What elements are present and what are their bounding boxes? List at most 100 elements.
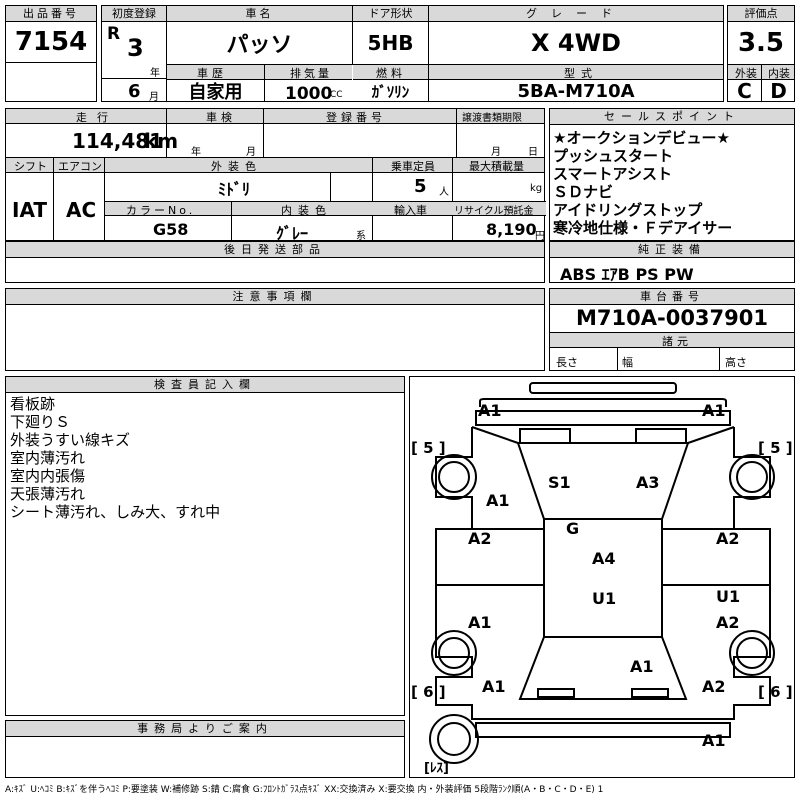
capacity-label: 乗車定員 [391, 160, 435, 173]
list-item: プッシュスタート [553, 147, 674, 165]
mark-roof-center: A4 [592, 549, 616, 568]
score-box: 評価点 3.5 外装 内装 C D [727, 5, 795, 103]
mark-fender-l: A1 [486, 491, 510, 510]
recycle: 8,190 [486, 220, 537, 239]
lot-label: 出品番号 [6, 6, 96, 22]
list-item: スマートアシスト [553, 165, 672, 183]
office-label: 事務局よりご案内 [6, 721, 404, 737]
shift: IAT [12, 198, 48, 222]
notes-box: 注意事項欄 [5, 288, 545, 371]
int-color: ｸﾞﾚｰ [276, 224, 309, 243]
tire-rr-tread: [ 6 ] [758, 683, 793, 701]
mark-door-fl: A2 [468, 529, 492, 548]
disp-unit: CC [330, 90, 343, 100]
mark-roof: G [566, 519, 580, 538]
equipment-label: 純正装備 [550, 242, 794, 258]
ext-grade: C [737, 79, 752, 103]
model-label: 型式 [564, 67, 598, 80]
list-item: ★オークションデビュー★ [553, 129, 730, 147]
reg-year: 3 [127, 34, 144, 62]
int-grade: D [770, 79, 787, 103]
mark-hood-l: S1 [548, 473, 571, 492]
sales-label: セールスポイント [550, 109, 794, 125]
list-item: 下廻りＳ [10, 413, 71, 431]
fuel: ｶﾞｿﾘﾝ [371, 82, 410, 101]
reg-month: 6 [128, 81, 141, 102]
vehicle-header: 初度登録 R 3 年 6 月 車名 パッソ ドア形状 5HB グレード X 4W… [101, 5, 724, 104]
mark-quarter-l: A1 [482, 677, 506, 696]
maxload-label: 最大積載量 [469, 160, 524, 173]
capacity-unit: 人 [439, 187, 449, 198]
list-item: 看板跡 [10, 395, 56, 413]
equipment: ABS ｴｱB PS PW [560, 265, 694, 284]
inspection-label: 車検 [206, 111, 236, 124]
insp-month-unit: 月 [246, 147, 256, 158]
chassis-number: M710A-0037901 [576, 306, 768, 330]
ac-label: エアコン [58, 160, 102, 173]
list-item: ＳＤナビ [553, 183, 614, 201]
mark-quarter-r: A2 [702, 677, 726, 696]
ac: AC [66, 198, 97, 222]
lot-number: 7154 [14, 27, 88, 57]
intcolor-label: 内装色 [281, 204, 332, 217]
mileage-unit: km [144, 129, 179, 153]
fuel-label: 燃料 [376, 67, 406, 80]
sales-list: ★オークションデビュー★ プッシュスタート スマートアシスト ＳＤナビ アイドリ… [553, 129, 732, 237]
door-label: ドア形状 [353, 6, 428, 22]
list-item: アイドリングストップ [553, 201, 703, 219]
capacity: 5 [414, 176, 427, 197]
tire-fr-tread: [ 5 ] [758, 439, 793, 457]
intcolor-unit: 系 [356, 231, 366, 242]
score-label: 評価点 [728, 6, 794, 22]
mark-rear-bumper: A1 [702, 731, 726, 750]
lot-box: 出品番号 7154 [5, 5, 97, 102]
transfer-day-unit: 日 [528, 147, 538, 158]
insp-year-unit: 年 [191, 147, 201, 158]
length-label: 長さ [556, 356, 578, 369]
model: 5BA-M710A [517, 80, 635, 102]
dims-label: 諸元 [662, 335, 692, 348]
mileage: 114,481 [72, 129, 164, 153]
list-item: 室内薄汚れ [10, 449, 86, 467]
list-item: 外装うすい線キズ [10, 431, 131, 449]
mark-door-rr-u: U1 [716, 587, 741, 606]
month-unit: 月 [149, 92, 159, 103]
color-label: 外装色 [211, 160, 262, 173]
list-item: シート薄汚れ、しみ大、すれ中 [10, 503, 221, 521]
details-block: 走行 車検 登録番号 譲渡書類期限 114,481 km 年 月 月 日 シフト… [5, 108, 546, 243]
spare-tire: [ﾚｽ] [424, 761, 449, 776]
later-parts-box: 後日発送部品 [5, 241, 545, 283]
mark-door-fr: A2 [716, 529, 740, 548]
inspector-notes: 看板跡 下廻りＳ 外装うすい線キズ 室内薄汚れ 室内内張傷 天張薄汚れ シート薄… [6, 395, 220, 521]
transfer-label: 譲渡書類期限 [462, 113, 522, 124]
int-label: 内装 [768, 67, 790, 80]
list-item: 天張薄汚れ [10, 485, 86, 503]
ext-label: 外装 [735, 67, 757, 80]
legend: A:ｷｽﾞ U:ﾍｺﾐ B:ｷｽﾞを伴うﾍｺﾐ P:要塗装 W:補修跡 S:錆 … [5, 785, 604, 795]
equipment-box: 純正装備 ABS ｴｱB PS PW [549, 241, 795, 284]
notes-label: 注意事項欄 [6, 289, 544, 305]
shift-label: シフト [14, 160, 47, 173]
color-no: G58 [153, 220, 189, 239]
mark-trunk: A1 [630, 657, 654, 676]
chassis-box: 車台番号 M710A-0037901 諸元 長さ 幅 高さ [549, 288, 795, 371]
colorno-label: カラーNo. [126, 204, 196, 217]
mark-front-bumper-l: A1 [478, 401, 502, 420]
grade-label: グレード [429, 6, 723, 22]
damage-diagram: [ 5 ] [ 5 ] [ 6 ] [ 6 ] [ﾚｽ] A1 A1 A1 S1… [409, 376, 795, 778]
year-unit: 年 [150, 68, 160, 79]
grade: X 4WD [531, 29, 621, 57]
name-label: 車名 [167, 6, 352, 22]
mark-door-rr-a: A2 [716, 613, 740, 632]
era: R [107, 24, 121, 44]
maxload-unit: kg [530, 183, 543, 194]
office-box: 事務局よりご案内 [5, 720, 405, 778]
car-name: パッソ [226, 33, 293, 58]
chassis-label: 車台番号 [550, 289, 794, 305]
list-item: 室内内張傷 [10, 467, 86, 485]
height-label: 高さ [725, 356, 747, 369]
width-label: 幅 [622, 356, 633, 369]
recycle-label: リサイクル預託金 [454, 206, 534, 217]
car-outline [429, 382, 775, 764]
mark-interior: U1 [592, 589, 617, 608]
